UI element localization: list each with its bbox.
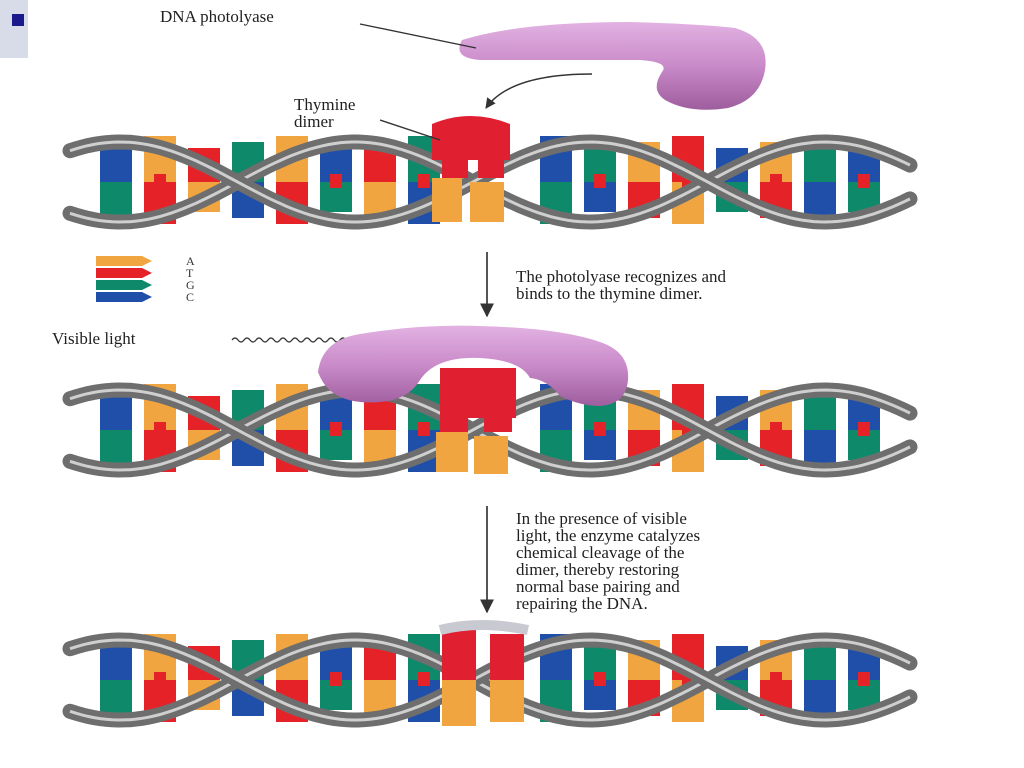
dna-helix-bound bbox=[62, 382, 918, 478]
base-notch bbox=[418, 422, 430, 436]
step1-caption: The photolyase recognizes and binds to t… bbox=[516, 267, 727, 303]
base-notch bbox=[858, 174, 870, 188]
legend-swatch bbox=[96, 256, 152, 266]
base-notch bbox=[594, 672, 606, 686]
legend-swatch bbox=[96, 280, 152, 290]
legend-letter: G bbox=[186, 278, 195, 292]
base-notch bbox=[770, 672, 782, 686]
step2-caption: In the presence of visible light, the en… bbox=[516, 509, 701, 613]
base-notch bbox=[594, 422, 606, 436]
base-notch bbox=[154, 422, 166, 436]
base-notch bbox=[330, 672, 342, 686]
base-notch bbox=[858, 422, 870, 436]
enzyme-label: DNA photolyase bbox=[160, 7, 274, 26]
base-notch bbox=[330, 174, 342, 188]
legend-swatch bbox=[96, 268, 152, 278]
photolyase-enzyme-free bbox=[459, 22, 766, 110]
slide-accent-bar bbox=[0, 0, 28, 58]
legend-letter: A bbox=[186, 254, 195, 268]
binding-arrow bbox=[485, 73, 593, 109]
base-pair-bottom bbox=[100, 680, 132, 716]
base-pair-bottom bbox=[100, 182, 132, 218]
photolyase-enzyme-bound bbox=[318, 325, 629, 406]
repaired-bases bbox=[438, 620, 530, 726]
thymine-dimer-2 bbox=[436, 368, 516, 474]
thymine-dimer-1 bbox=[432, 116, 510, 222]
legend-letter: T bbox=[186, 266, 194, 280]
base-notch bbox=[330, 422, 342, 436]
base-notch bbox=[770, 422, 782, 436]
base-notch bbox=[154, 672, 166, 686]
base-notch bbox=[858, 672, 870, 686]
base-notch bbox=[418, 672, 430, 686]
base-notch bbox=[418, 174, 430, 188]
slide-bullet bbox=[12, 14, 24, 26]
dimer-label: Thymine dimer bbox=[294, 95, 356, 131]
visible-light-label: Visible light bbox=[52, 329, 136, 348]
base-notch bbox=[154, 174, 166, 188]
dimer-label-pointer bbox=[379, 119, 441, 141]
base-notch bbox=[770, 174, 782, 188]
base-notch bbox=[594, 174, 606, 188]
legend-letter: C bbox=[186, 290, 194, 304]
enzyme-label-pointer bbox=[359, 23, 477, 49]
base-pair-bottom bbox=[100, 430, 132, 466]
legend-swatch bbox=[96, 292, 152, 302]
